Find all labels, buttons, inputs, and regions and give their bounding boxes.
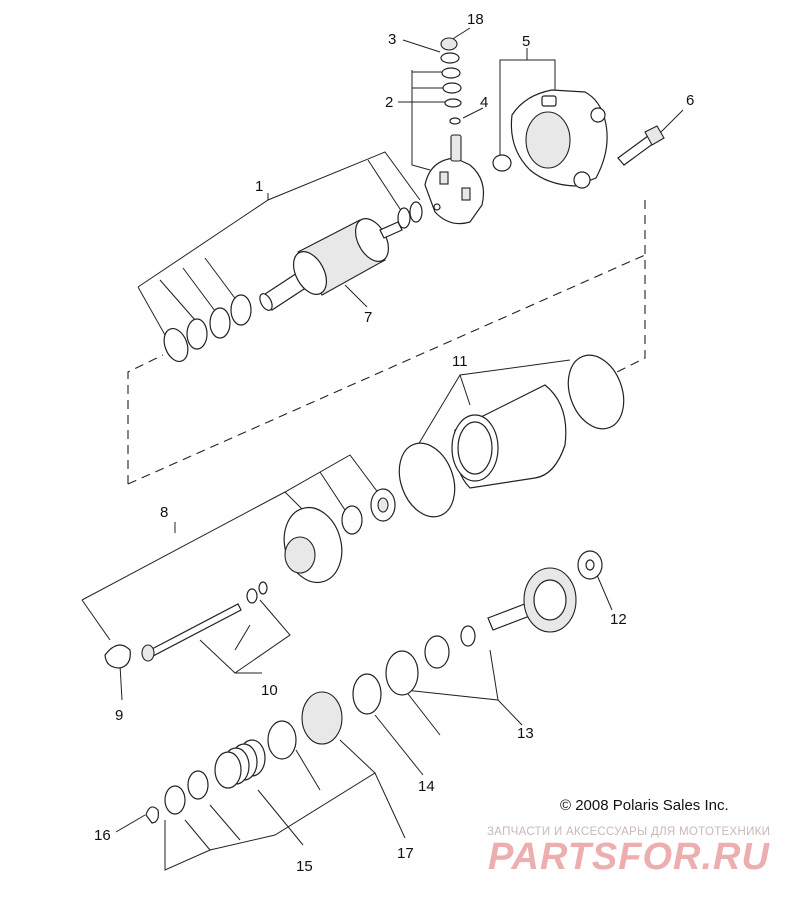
e-clip	[145, 806, 159, 824]
leader-14	[374, 714, 424, 776]
drive-gear-shaft	[487, 550, 603, 633]
through-bolt	[141, 581, 268, 662]
callout-3: 3	[388, 31, 396, 48]
callout-8: 8	[160, 504, 168, 521]
leader-13	[403, 649, 499, 736]
callout-6: 6	[686, 92, 694, 109]
callout-18: 18	[467, 11, 484, 28]
leader-2	[411, 70, 431, 171]
assembly-dashed-right	[614, 200, 646, 374]
pinion-gear	[301, 691, 343, 745]
leader-16	[115, 814, 146, 833]
callout-17: 17	[397, 845, 414, 862]
assembly-dashed-middle	[127, 254, 646, 485]
leader-1b	[159, 279, 196, 321]
callout-10: 10	[261, 682, 278, 699]
end-cap-housing	[510, 89, 608, 189]
leader-3	[402, 39, 441, 53]
leader-6	[659, 109, 684, 134]
leader-8c	[319, 471, 346, 511]
leader-8	[81, 454, 383, 601]
washer	[186, 318, 208, 350]
watermark-tagline: ЗАПЧАСТИ И АКСЕССУАРЫ ДЛЯ МОТОТЕХНИКИ	[487, 826, 771, 838]
leader-1d	[204, 257, 241, 306]
armature	[259, 218, 403, 311]
callout-4: 4	[480, 94, 488, 111]
leader-1	[137, 151, 421, 288]
leader-17d	[339, 739, 376, 774]
leader-8a	[81, 599, 111, 641]
washer	[409, 201, 423, 223]
bolt	[617, 125, 665, 166]
leader-13-stub	[497, 699, 523, 726]
gear-collar	[267, 720, 297, 760]
thrust-washer	[424, 635, 450, 669]
spacer	[187, 770, 209, 800]
bushing	[492, 154, 512, 172]
collar	[164, 785, 186, 815]
callout-11: 11	[452, 353, 468, 370]
callout-7: 7	[364, 309, 372, 326]
brush-plate	[424, 157, 485, 225]
callout-15: 15	[296, 858, 313, 875]
retainer-plate	[163, 327, 189, 363]
washer	[209, 307, 231, 339]
callout-16: 16	[94, 827, 111, 844]
front-plate	[283, 488, 396, 584]
callout-12: 12	[610, 611, 627, 628]
callout-1: 1	[255, 178, 263, 195]
leader-17	[164, 772, 406, 871]
o-ring	[104, 644, 131, 669]
leader-4	[462, 107, 484, 119]
washer	[230, 294, 252, 326]
callout-13: 13	[517, 725, 534, 742]
callout-2: 2	[385, 94, 393, 111]
leader-10	[199, 599, 291, 674]
ring	[352, 673, 382, 715]
leader-15	[257, 789, 304, 846]
leader-11b	[459, 374, 471, 406]
spring	[214, 739, 266, 789]
leader-1e	[367, 159, 403, 213]
callout-5: 5	[522, 33, 530, 50]
assembly-dashed-left	[127, 354, 164, 484]
leader-17a	[184, 819, 211, 851]
leader-17c	[295, 749, 321, 791]
copyright-notice: © 2008 Polaris Sales Inc.	[560, 797, 729, 814]
clutch-plate	[385, 650, 419, 696]
needle-bearing	[341, 505, 363, 535]
leader-17b	[209, 804, 241, 841]
leader-12	[596, 574, 613, 611]
leader-7	[344, 284, 368, 308]
snap-ring	[460, 625, 476, 647]
leader-10b	[234, 624, 251, 651]
leader-9	[119, 664, 123, 701]
callout-14: 14	[418, 778, 435, 795]
washer	[397, 207, 411, 229]
washer-stack	[440, 37, 462, 108]
leader-18	[450, 27, 471, 41]
leader-1c	[182, 267, 219, 316]
callout-9: 9	[115, 707, 123, 724]
terminal-stud	[449, 117, 462, 162]
watermark-logo: PARTSFOR.RU	[488, 836, 770, 878]
motor-housing	[398, 354, 625, 518]
leader-1a	[137, 286, 166, 336]
